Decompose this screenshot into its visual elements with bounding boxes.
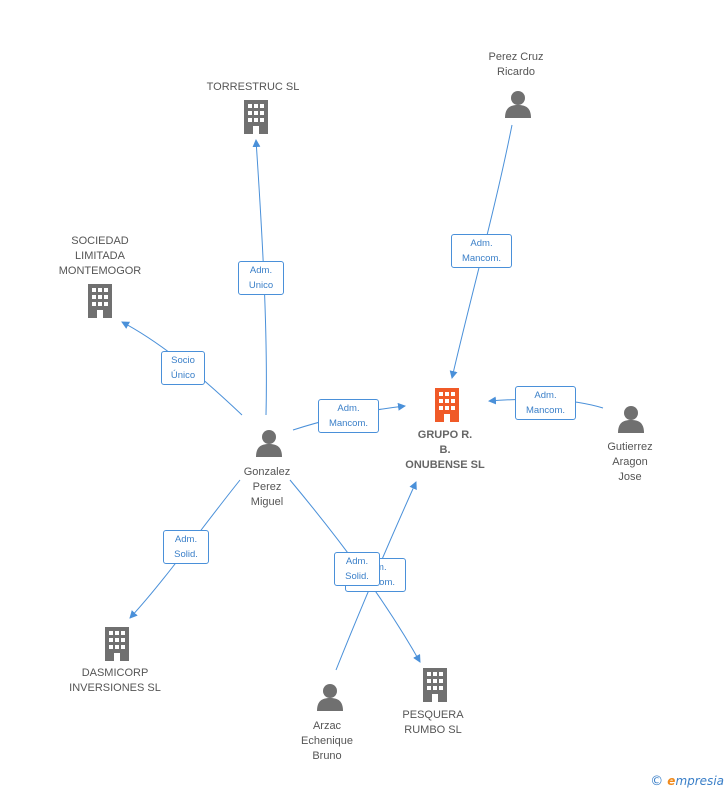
building-icon[interactable] <box>86 284 114 318</box>
node-label-sociedad[interactable]: SOCIEDAD LIMITADA MONTEMOGOR <box>58 235 142 277</box>
node-label-gonzalez[interactable]: Gonzalez Perez Miguel <box>243 466 291 508</box>
edge-label-line: Adm. <box>249 265 273 276</box>
edge-label-line: Mancom. <box>525 405 566 416</box>
edge-label-line: Solid. <box>345 571 369 582</box>
edge-label-line: Unico <box>248 280 274 291</box>
empresia-watermark: ©empresia <box>650 774 724 789</box>
edge-label-line: Mancom. <box>461 253 502 264</box>
edge-label-line: Adm. <box>174 534 198 545</box>
node-label-grupo[interactable]: GRUPO R. B. ONUBENSE SL <box>405 429 485 471</box>
building-icon[interactable] <box>103 627 131 661</box>
node-label-perez-cruz[interactable]: Perez Cruz Ricardo <box>488 51 544 78</box>
edge-label-line: Mancom. <box>328 418 369 429</box>
node-label-pesquera[interactable]: PESQUERA RUMBO SL <box>402 709 464 736</box>
brand-rest: mpresia <box>675 774 724 788</box>
node-label-arzac[interactable]: Arzac Echenique Bruno <box>301 720 353 762</box>
edge-label-line: Adm. <box>345 556 369 567</box>
building-icon[interactable] <box>421 668 449 702</box>
building-icon[interactable] <box>242 100 270 134</box>
person-icon[interactable] <box>255 429 283 457</box>
edge-label-gutierrez-grupo: Adm. Mancom. <box>515 386 576 420</box>
edge-label-line: Único <box>170 370 196 381</box>
edge-label-perez-grupo: Adm. Mancom. <box>451 234 512 268</box>
node-label-torrestruc[interactable]: TORRESTRUC SL <box>206 81 300 93</box>
edge-label-line: Adm. <box>337 403 360 414</box>
node-label-gutierrez[interactable]: Gutierrez Aragon Jose <box>607 441 653 483</box>
node-label-dasmicorp[interactable]: DASMICORP INVERSIONES SL <box>69 667 161 694</box>
edge-label-gonzalez-dasmicorp: Adm. Solid. <box>163 530 209 564</box>
edge-label-gonzalez-sociedad: Socio Único <box>161 351 205 385</box>
edge-label-line: Socio <box>171 355 195 366</box>
person-icon[interactable] <box>617 405 645 433</box>
brand-e: e <box>667 774 676 788</box>
edge-label-line: Solid. <box>174 549 198 560</box>
person-icon[interactable] <box>316 683 344 711</box>
edge-label-gonzalez-grupo: Adm. Mancom. <box>318 399 379 433</box>
edge-label-gonzalez-torrestruc: Adm. Unico <box>238 261 284 295</box>
copyright-icon: © <box>650 774 664 789</box>
main-building-icon[interactable] <box>432 388 462 422</box>
person-icon[interactable] <box>504 90 532 118</box>
edge-label-line: Adm. <box>470 238 493 249</box>
edge-label-gonzalez-pesquera: Adm. Solid. <box>334 552 380 586</box>
edge-label-line: Adm. <box>534 390 557 401</box>
